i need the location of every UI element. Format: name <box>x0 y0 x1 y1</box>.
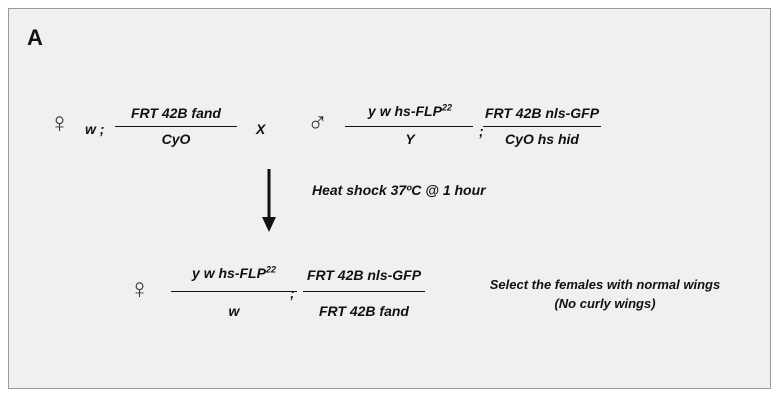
male-x-bottom: Y <box>405 131 415 147</box>
down-arrow-icon <box>262 169 276 232</box>
diagram-panel: A ♀ w ; FRT 42B fand CyO X ♂ y w hs-FLP2… <box>8 8 771 389</box>
cross-x-symbol: X <box>256 121 266 137</box>
heat-shock-label: Heat shock 37ºC @ 1 hour <box>312 182 486 198</box>
female-symbol: ♀ <box>49 107 70 138</box>
male-symbol: ♂ <box>307 107 328 138</box>
progeny-female-symbol: ♀ <box>129 273 150 304</box>
progeny-chr2-bottom: FRT 42B fand <box>319 303 409 319</box>
progeny-chr2-fraction-line <box>303 291 425 292</box>
progeny-chr2-top: FRT 42B nls-GFP <box>306 267 422 283</box>
progeny-x-top: y w hs-FLP22 <box>192 264 276 281</box>
female-fraction-line <box>115 126 237 127</box>
selection-note-line1: Select the females with normal wings <box>489 277 721 292</box>
chromosome-separator: ; <box>479 123 484 139</box>
female-chr2-top: FRT 42B fand <box>131 105 221 121</box>
progeny-separator: ; <box>290 285 295 301</box>
selection-note-line2: (No curly wings) <box>554 296 656 311</box>
progeny-x-bottom: w <box>228 303 240 319</box>
male-chr2-fraction-line <box>483 126 601 127</box>
panel-label: A <box>27 25 43 50</box>
male-chr2-top: FRT 42B nls-GFP <box>484 105 600 121</box>
male-x-top: y w hs-FLP22 <box>368 102 452 119</box>
female-x-genotype: w ; <box>85 121 105 137</box>
male-chr2-bottom: CyO hs hid <box>505 131 579 147</box>
male-x-fraction-line <box>345 126 473 127</box>
progeny-x-fraction-line <box>171 291 297 292</box>
female-chr2-bottom: CyO <box>161 131 191 147</box>
